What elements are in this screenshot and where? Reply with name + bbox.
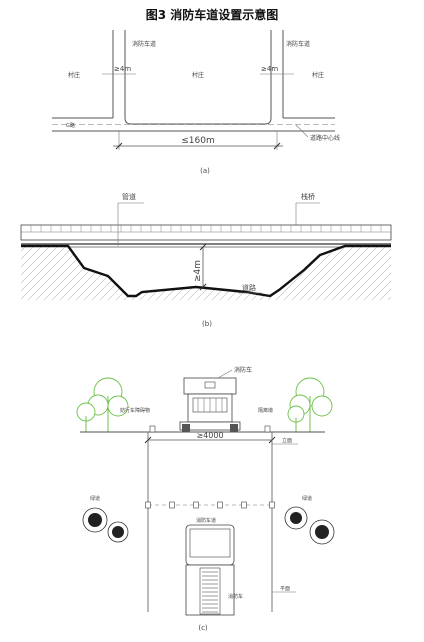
tree-right-2 [287,405,305,432]
village-center: 村庄 [192,71,204,79]
clearance-ticks [199,243,207,291]
caption-a: (a) [200,167,210,175]
truck-label-bottom: 消防车 [228,593,243,600]
clearance-label: ≥4m [193,260,203,282]
road-top-2 [124,117,272,125]
right-width-label: ≥4m [261,65,278,73]
village-right: 村庄 [312,71,324,79]
tree-left-label: 绿道 [90,495,100,502]
pipe-label: 管道 [122,192,136,201]
lane-label-c: 消防车道 [196,517,216,524]
centerline-leader [295,124,309,138]
isolation-pier-label: 隔离墩 [258,407,273,414]
left-lane-label: 消防车道 [132,40,156,48]
truck-leader-top [217,369,233,379]
bollard [241,501,247,509]
bollard [269,501,275,509]
tree-left-1 [87,377,129,432]
bollard [193,501,199,509]
centerline-label: 道路中心线 [310,134,340,142]
bollard [169,501,175,509]
caption-c: (c) [198,624,208,632]
plan-tree-right [284,506,335,545]
fire-truck-elevation [179,377,241,432]
bollard [145,501,151,509]
panel-b: ≥4m 管道 栈桥 道路 (b) [20,192,392,328]
panel-a: 消防车道 消防车道 ≥4m ≥4m 村庄 村庄 村庄 G路 ≤160m 道路中心… [52,30,340,175]
figure-title: 图3 消防车道设置示意图 [146,7,279,22]
spacing-label: ≤160m [181,136,215,146]
pier-left [149,425,156,433]
right-lane-label: 消防车道 [286,40,310,48]
ground-profile [21,244,391,298]
caption-b: (b) [202,320,212,328]
obstacle-label: 妨行车障碍物 [120,407,150,414]
left-width-label: ≥4m [114,65,131,73]
ground-hatch [21,246,391,300]
level-bottom-label: 平面 [280,586,290,592]
fire-truck-plan [185,524,235,616]
plan-tree-left [82,507,129,543]
bollards [145,501,275,509]
road-label-b: 道路 [242,283,256,292]
tree-left-2 [76,402,96,432]
width-label: ≥4000 [196,431,223,440]
truck-label-top: 消防车 [234,366,252,374]
pier-right [264,425,271,433]
bridge-label: 栈桥 [301,192,315,201]
panel-c: 消防车 妨行车障碍物 隔离墩 ≥4000 立面 消防车道 [76,366,335,632]
village-left: 村庄 [68,71,80,79]
bollard [217,501,223,509]
bridge-deck [20,224,392,241]
bridge-railing [30,225,382,232]
road-label: G路 [66,122,75,129]
spacing-ticks [115,142,281,150]
level-top-label: 立面 [282,437,292,444]
tree-right-label: 绿道 [302,495,312,502]
